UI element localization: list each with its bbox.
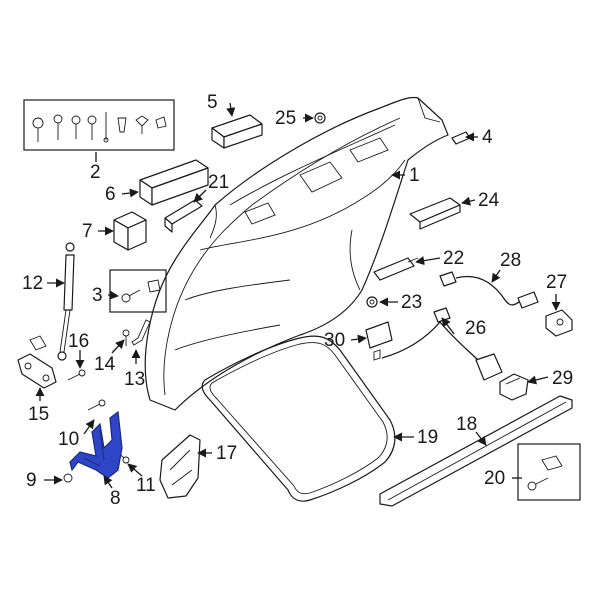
callout-22: 22 — [443, 248, 464, 269]
callout-19: 19 — [417, 427, 438, 448]
callout-28: 28 — [500, 250, 521, 271]
part-21-bracket — [164, 199, 203, 233]
callout-8: 8 — [110, 488, 121, 509]
hinge-body — [69, 410, 123, 479]
callout-13: 13 — [124, 369, 145, 390]
callout-labels: 1 2 3 4 5 6 7 8 9 10 11 12 13 14 15 16 1… — [22, 92, 573, 509]
part-6-block — [139, 159, 209, 206]
part-30-clip — [365, 321, 393, 361]
part-28-cable — [439, 271, 539, 309]
gas-strut — [57, 242, 75, 361]
callout-30: 30 — [324, 330, 345, 351]
callout-12: 12 — [22, 273, 43, 294]
callout-7: 7 — [82, 221, 93, 242]
callout-15: 15 — [28, 404, 49, 425]
callout-leaders — [35, 102, 561, 489]
callout-17: 17 — [216, 443, 237, 464]
callout-4: 4 — [482, 127, 493, 148]
part-20-kit — [517, 443, 581, 501]
part-18-trim — [379, 395, 573, 507]
callout-9: 9 — [26, 470, 37, 491]
callout-1: 1 — [409, 165, 420, 186]
hinge-highlighted — [69, 410, 123, 479]
part-27-switch — [545, 309, 573, 337]
callout-21: 21 — [208, 172, 229, 193]
part-24-lamp — [409, 197, 461, 230]
callout-11: 11 — [136, 475, 156, 496]
callout-18: 18 — [456, 414, 477, 435]
part-26-harness — [381, 307, 503, 381]
callout-29: 29 — [552, 368, 573, 389]
callout-25: 25 — [275, 108, 296, 129]
callout-2: 2 — [90, 162, 101, 183]
part-25-nut — [314, 112, 326, 124]
callout-10: 10 — [58, 429, 79, 450]
liftgate-panel — [144, 96, 449, 411]
callout-23: 23 — [401, 292, 422, 313]
part-29-bracket — [499, 373, 529, 401]
weatherstrip — [201, 335, 396, 502]
callout-24: 24 — [478, 190, 500, 211]
part-7-block — [113, 211, 147, 251]
callout-5: 5 — [207, 92, 218, 113]
callout-20: 20 — [484, 468, 505, 489]
small-bolts — [63, 319, 151, 483]
callout-3: 3 — [92, 285, 103, 306]
callout-16: 16 — [68, 331, 89, 352]
callout-6: 6 — [105, 184, 116, 205]
fastener-kit — [23, 99, 175, 151]
part-5-block — [211, 114, 263, 149]
part-4-pin — [451, 131, 471, 145]
part-17-bracket — [159, 434, 201, 499]
callout-14: 14 — [94, 354, 116, 375]
part-23-grommet — [366, 296, 378, 308]
callout-26: 26 — [465, 318, 486, 339]
part-15-bracket — [17, 335, 57, 389]
part-22-actuator — [373, 257, 419, 281]
callout-27: 27 — [546, 272, 567, 293]
